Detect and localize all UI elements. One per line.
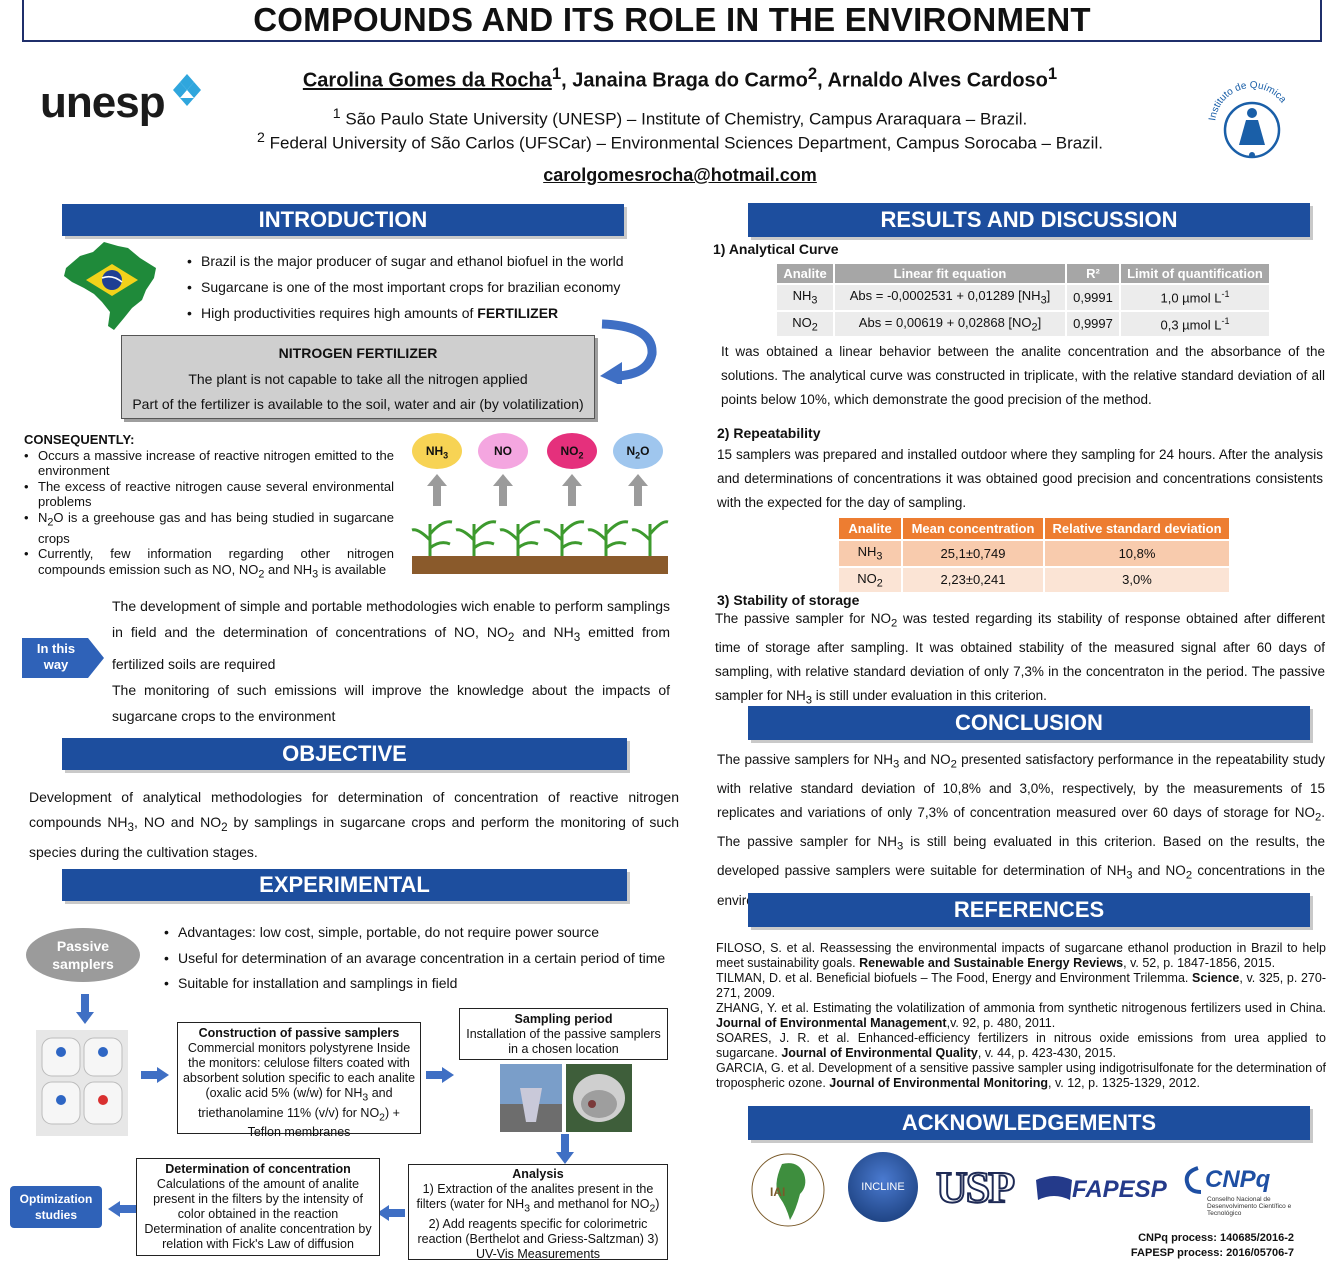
determination-box: Determination of concentration Calculati…: [136, 1158, 380, 1256]
unesp-star-icon: [173, 74, 201, 106]
objective-text: Development of analytical methodologies …: [29, 789, 679, 860]
optimization-studies-badge: Optimization studies: [10, 1186, 102, 1228]
instituto-quimica-logo: Instituto de Química: [1203, 75, 1301, 170]
repeatability-text: 15 samplers was prepared and installed o…: [717, 447, 1323, 510]
analysis-box: Analysis 1) Extraction of the analites p…: [408, 1164, 668, 1261]
table-row: NH3 25,1±0,749 10,8%: [839, 539, 1231, 567]
cnpq-icon: [1184, 1166, 1202, 1194]
arrow-left-icon: [108, 1201, 136, 1217]
fertilizer-line-2: Part of the fertilizer is available to t…: [132, 396, 584, 412]
arrow-down-icon: [76, 994, 94, 1024]
analytical-curve-table: Analite Linear fit equation R² Limit of …: [777, 264, 1271, 337]
intro-bullet: Brazil is the major producer of sugar an…: [187, 248, 643, 274]
unesp-logo: unesp: [40, 74, 210, 128]
consequently-label: CONSEQUENTLY:: [24, 432, 135, 447]
fapesp-process: FAPESP process: 2016/05706-7: [1130, 1247, 1294, 1259]
reference-item: SOARES, J. R. et al. Enhanced-efficiency…: [716, 1031, 1326, 1060]
passive-samplers-ellipse: Passive samplers: [26, 928, 140, 982]
table-row: NO2 Abs = 0,00619 + 0,02868 [NO2] 0,9997…: [777, 309, 1271, 337]
chemistry-flask-icon: Instituto de Química: [1207, 80, 1289, 159]
reference-item: FILOSO, S. et al. Reassessing the enviro…: [716, 941, 1326, 970]
stability-text: The passive sampler for NO2 was tested r…: [715, 611, 1325, 707]
arrow-left-icon: [377, 1205, 405, 1221]
conclusion-heading: CONCLUSION: [748, 706, 1310, 740]
sampling-period-box: Sampling period Installation of the pass…: [459, 1008, 668, 1060]
arrow-right-icon: [141, 1067, 169, 1083]
objective-heading: OBJECTIVE: [62, 738, 627, 770]
fapesp-flag-icon: [1036, 1176, 1072, 1200]
fapesp-logo: FAPESP: [1034, 1172, 1170, 1206]
sugarcane-field-icon: [411, 520, 669, 574]
consequence-item: Currently, few information regarding oth…: [24, 546, 394, 583]
monitoring-text: The monitoring of such emissions will im…: [112, 681, 670, 724]
svg-text:IAI: IAI: [770, 1185, 785, 1199]
email-link[interactable]: carolgomesrocha@hotmail.com: [543, 165, 817, 185]
table-header-row: Analite Mean concentration Relative stan…: [839, 518, 1231, 540]
curved-arrow-icon: [600, 319, 657, 384]
in-this-way-badge: In this way: [22, 638, 104, 678]
usp-logo: USP: [935, 1163, 1016, 1212]
repeatability-subheading: 2) Repeatability: [717, 425, 821, 441]
development-text: The development of simple and portable m…: [112, 593, 670, 729]
acknowledgements-heading: ACKNOWLEDGEMENTS: [748, 1106, 1310, 1140]
process-numbers: CNPq process: 140685/2016-2 FAPESP proce…: [1100, 1231, 1294, 1261]
table-header-row: Analite Linear fit equation R² Limit of …: [777, 264, 1271, 284]
passive-samplers-photo: [36, 1030, 128, 1136]
gas-circle-n2o: N2O: [613, 433, 663, 469]
construction-box: Construction of passive samplers Commerc…: [177, 1022, 421, 1139]
reference-item: GARCIA, G. et al. Development of a sensi…: [716, 1061, 1326, 1090]
intro-bullets: Brazil is the major producer of sugar an…: [183, 248, 643, 326]
cnpq-process: CNPq process: 140685/2016-2: [1138, 1232, 1294, 1244]
analytical-curve-subheading: 1) Analytical Curve: [713, 241, 839, 257]
experimental-heading: EXPERIMENTAL: [62, 869, 627, 901]
introduction-heading: INTRODUCTION: [62, 204, 624, 236]
table-row: NH3 Abs = -0,0002531 + 0,01289 [NH3] 0,9…: [777, 283, 1271, 311]
fertilizer-line-1: The plant is not capable to take all the…: [188, 371, 528, 387]
table-row: NO2 2,23±0,241 3,0%: [839, 565, 1231, 593]
arrow-down-icon: [556, 1134, 574, 1164]
arrow-right-icon: [426, 1067, 454, 1083]
consequently-block: CONSEQUENTLY: Occurs a massive increase …: [24, 432, 394, 583]
conclusion-text: The passive samplers for NH3 and NO2 pre…: [717, 752, 1325, 908]
brazil-map-icon: [64, 242, 156, 330]
iai-globe-icon: IAI: [751, 1153, 825, 1227]
results-heading: RESULTS AND DISCUSSION: [748, 203, 1310, 237]
emission-arrows-icon: [427, 474, 648, 506]
iai-logo: IAI: [746, 1150, 830, 1230]
reference-item: TILMAN, D. et al. Beneficial biofuels – …: [716, 971, 1326, 1000]
gas-circle-no2: NO2: [547, 433, 597, 469]
consequence-item: N2O is a greehouse gas and has being stu…: [24, 510, 394, 547]
fertilizer-title: NITROGEN FERTILIZER: [278, 345, 438, 361]
reference-item: ZHANG, Y. et al. Estimating the volatili…: [716, 1001, 1326, 1030]
references-heading: REFERENCES: [748, 893, 1310, 927]
repeatability-table: Analite Mean concentration Relative stan…: [839, 518, 1231, 593]
nitrogen-fertilizer-box: NITROGEN FERTILIZER The plant is not cap…: [121, 335, 595, 419]
gas-circle-no: NO: [478, 433, 528, 469]
cnpq-logo: CNPq Conselho Nacional de Desenvolviment…: [1183, 1164, 1293, 1217]
analytical-curve-text: It was obtained a linear behavior betwee…: [721, 344, 1325, 407]
sampling-location-photo: [500, 1064, 632, 1132]
poster-title: COMPOUNDS AND ITS ROLE IN THE ENVIRONMEN…: [253, 1, 1091, 38]
title-box: COMPOUNDS AND ITS ROLE IN THE ENVIRONMEN…: [22, 0, 1322, 42]
consequence-item: The excess of reactive nitrogen cause se…: [24, 479, 394, 510]
incline-logo: INCLINE: [848, 1152, 918, 1222]
authors: Carolina Gomes da Rocha1, Janaina Braga …: [302, 64, 1058, 92]
gas-circle-nh3: NH3: [412, 433, 462, 469]
intro-bullet: Sugarcane is one of the most important c…: [187, 274, 643, 300]
references-list: FILOSO, S. et al. Reassessing the enviro…: [716, 941, 1326, 1091]
intro-bullet: High productivities requires high amount…: [187, 300, 643, 326]
stability-subheading: 3) Stability of storage: [717, 592, 860, 608]
affiliation-1: 1 São Paulo State University (UNESP) – I…: [332, 106, 1028, 129]
affiliation-2: 2 Federal University of São Carlos (UFSC…: [257, 130, 1103, 153]
consequence-item: Occurs a massive increase of reactive ni…: [24, 448, 394, 479]
experimental-bullets: Advantages: low cost, simple, portable, …: [160, 920, 680, 997]
